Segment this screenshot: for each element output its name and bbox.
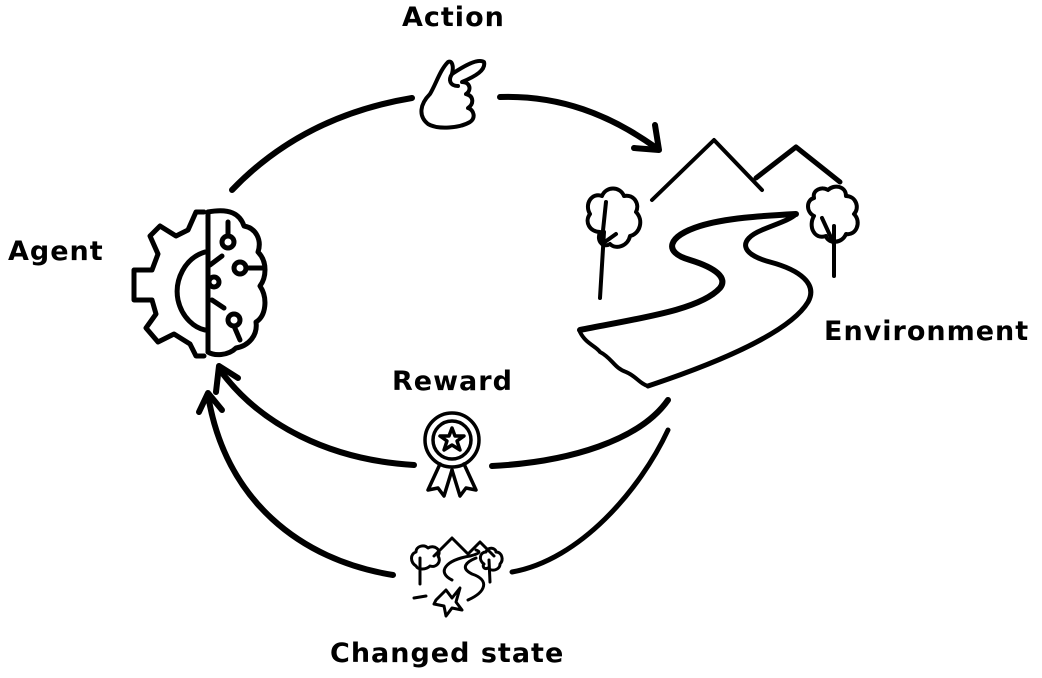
reward-label: Reward — [392, 366, 513, 397]
arrowhead-agent-changed-state — [196, 390, 225, 415]
gear-brain-icon — [131, 208, 268, 359]
arrowhead-environment — [631, 122, 662, 153]
pointing-hand-icon — [419, 59, 487, 130]
environment-label: Environment — [824, 316, 1030, 347]
award-badge-icon — [423, 411, 481, 498]
edge-changed-state-to-agent — [205, 392, 396, 578]
arrowhead-agent-reward — [213, 363, 241, 395]
agent-label: Agent — [8, 236, 104, 267]
landscape-icon — [577, 138, 860, 389]
edge-action-to-environment — [497, 93, 658, 150]
action-label: Action — [402, 2, 505, 33]
edge-reward-to-agent — [217, 367, 417, 468]
changed-state-label: Changed state — [330, 638, 565, 669]
edge-environment-to-reward — [489, 397, 671, 469]
edge-agent-to-action — [229, 95, 415, 193]
edge-environment-to-changed-state — [509, 427, 671, 575]
changed-landscape-icon — [410, 536, 504, 618]
